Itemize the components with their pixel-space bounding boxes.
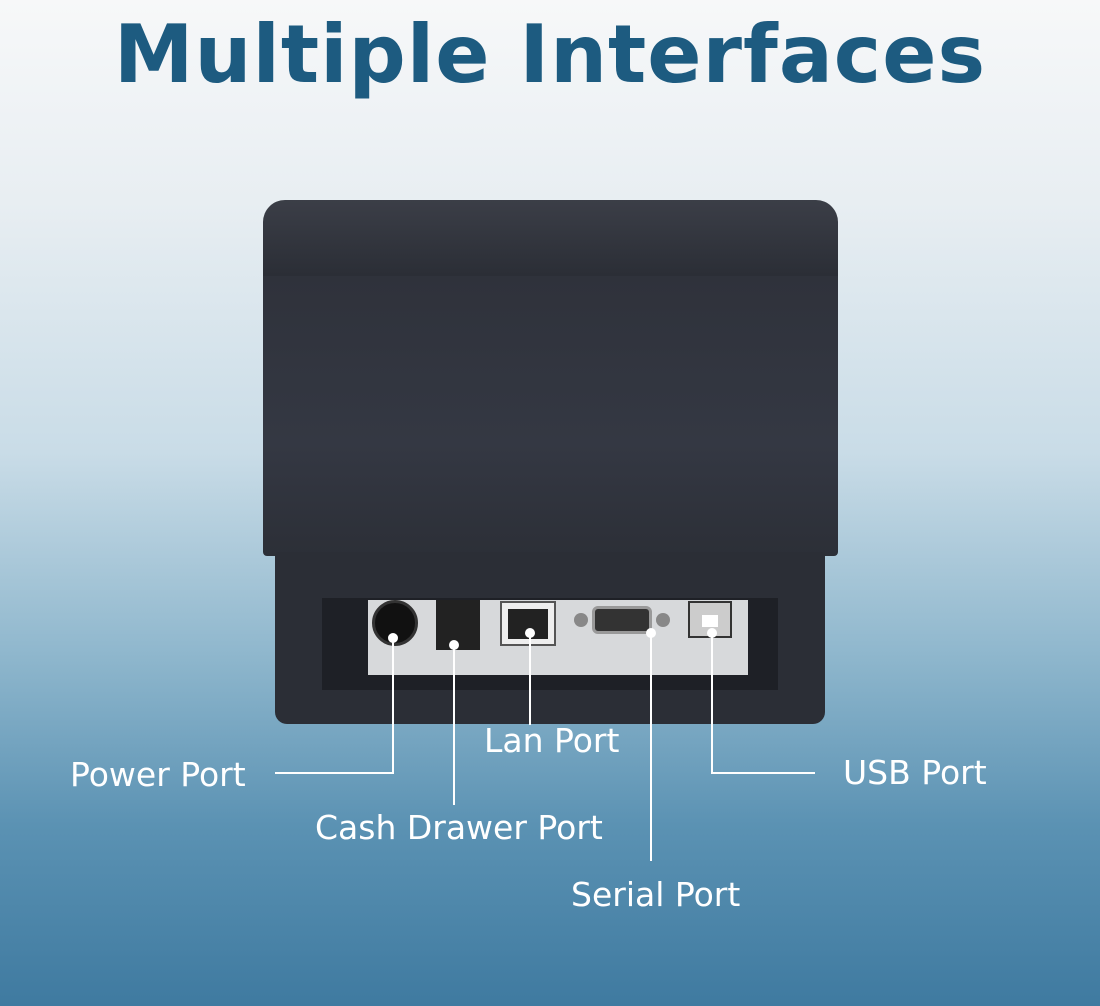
cash-drawer-port-label: Cash Drawer Port — [315, 808, 603, 847]
lan-port-icon — [500, 601, 556, 646]
serial-port-icon — [592, 606, 652, 634]
lan-port-label: Lan Port — [484, 721, 620, 760]
callout-line — [650, 633, 652, 861]
callout-line — [711, 772, 815, 774]
usb-port-label: USB Port — [843, 753, 987, 792]
power-port-label: Power Port — [70, 755, 246, 794]
page-title: Multiple Interfaces — [113, 8, 987, 101]
screw-icon — [656, 613, 670, 627]
callout-line — [275, 772, 394, 774]
screw-icon — [574, 613, 588, 627]
callout-line — [529, 633, 531, 725]
callout-line — [453, 645, 455, 805]
callout-line — [711, 633, 713, 774]
printer-body — [263, 276, 838, 556]
printer-lid — [263, 200, 838, 280]
port-panel — [368, 600, 748, 675]
callout-line — [392, 638, 394, 774]
serial-port-label: Serial Port — [571, 875, 741, 914]
